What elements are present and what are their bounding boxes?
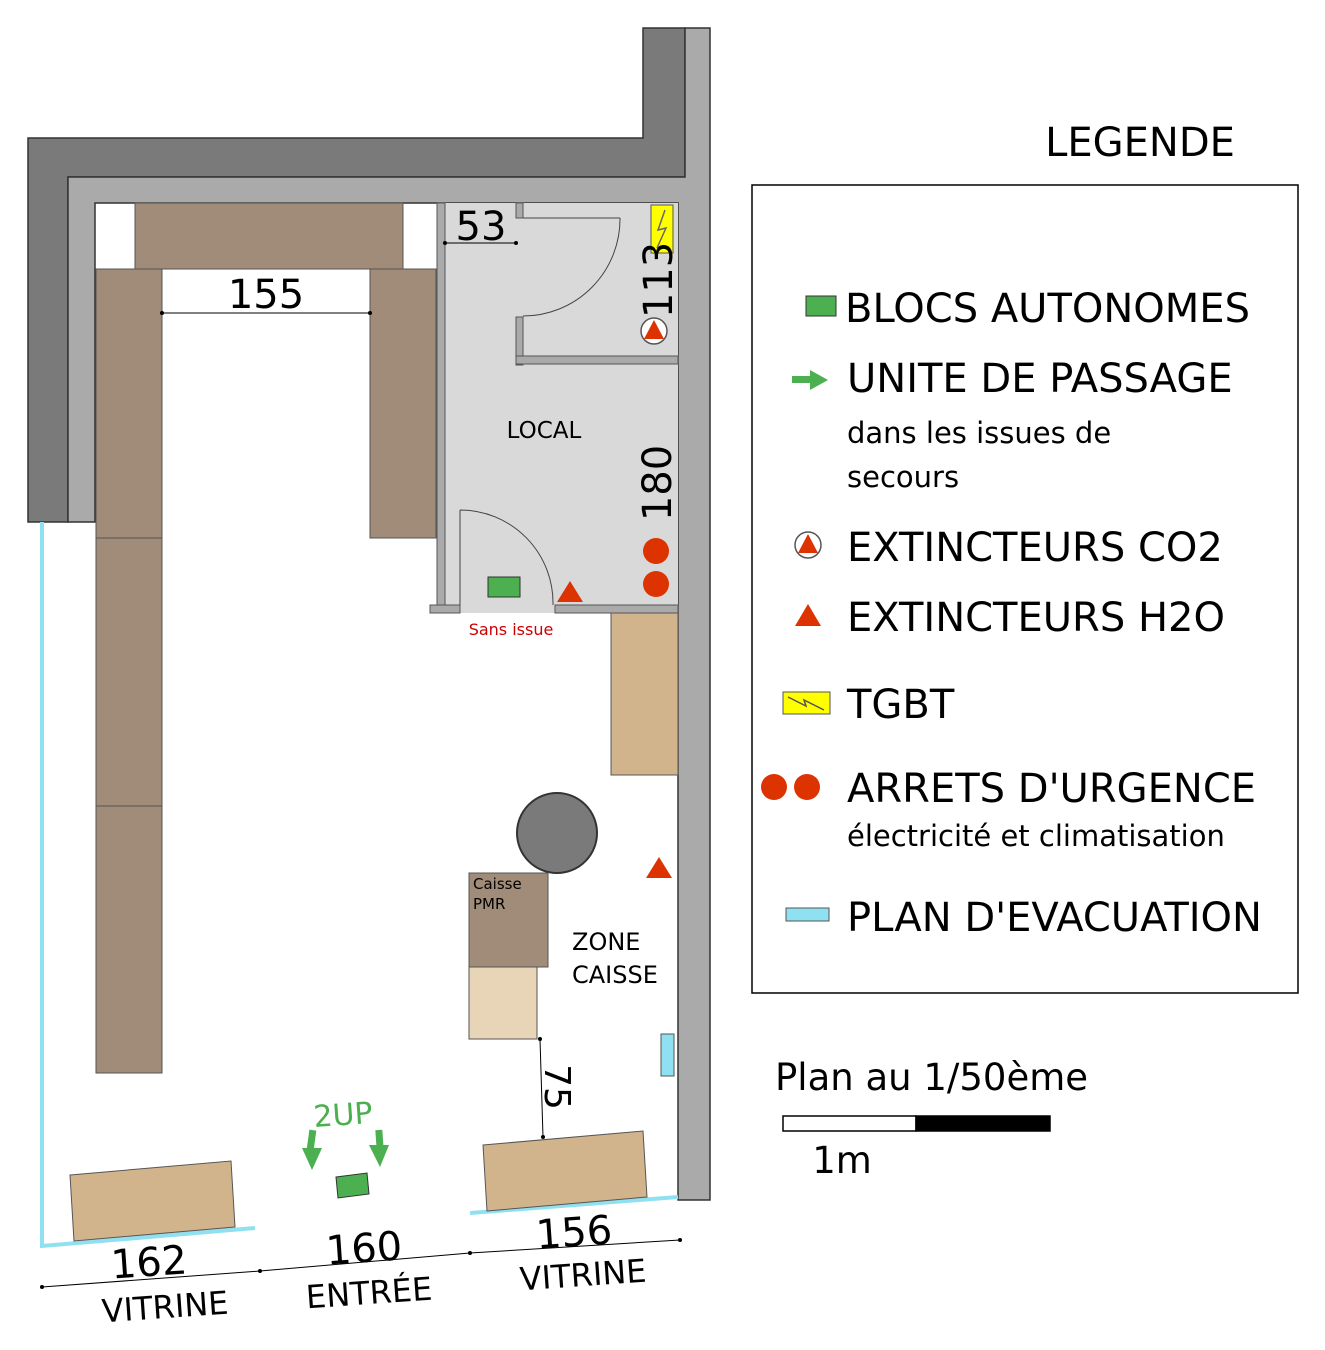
counter-right <box>610 612 679 776</box>
scale: Plan au 1/50ème 1m <box>775 1056 1088 1182</box>
legend-h2o-label: EXTINCTEURS H2O <box>847 595 1225 641</box>
caisse-pmr <box>468 872 549 968</box>
dim-entree: 160 <box>324 1223 403 1274</box>
caisse-pmr-label: Caisse <box>473 875 522 893</box>
legend-co2-label: EXTINCTEURS CO2 <box>847 525 1223 571</box>
shelf-left-3 <box>95 805 163 1074</box>
furniture <box>69 612 679 1242</box>
dim-local-height-bottom: 180 <box>635 445 681 521</box>
dim-caisse-distance: 75 <box>536 1064 577 1110</box>
legend-tgbt-label: TGBT <box>846 682 955 728</box>
h2o-extinguisher-icon <box>795 604 821 626</box>
caisse-pmr-label: PMR <box>473 895 505 913</box>
shelf-left-2 <box>95 537 163 807</box>
zone-caisse-label: ZONE <box>572 928 640 956</box>
caisse-counter <box>468 966 538 1040</box>
inner-wall-horizontal <box>515 355 679 365</box>
emergency-stop-icon <box>794 774 820 800</box>
two-up-label: 2UP <box>312 1096 373 1135</box>
dim-vitrine-right: 156 <box>534 1207 613 1258</box>
local-label: LOCAL <box>507 418 582 444</box>
emergency-stop-icon <box>643 538 669 564</box>
legend-arrets-label: ARRETS D'URGENCE <box>847 766 1256 812</box>
legend-plan-evac-label: PLAN D'EVACUATION <box>847 895 1262 941</box>
right-glass-facade <box>469 1195 679 1215</box>
local-wall-left <box>436 202 446 614</box>
legend-box <box>751 184 1299 994</box>
tgbt-icon <box>782 691 831 715</box>
scale-bar-white <box>782 1115 917 1132</box>
local-floor <box>437 203 678 613</box>
emergency-block-icon <box>335 1172 370 1199</box>
vitrine-right-label: VITRINE <box>519 1252 648 1299</box>
vitrine-table-right <box>482 1130 648 1212</box>
dim-door-local: 53 <box>456 204 507 250</box>
emergency-stop-icon <box>643 571 669 597</box>
shelf-top <box>134 202 404 270</box>
legend-unite-sub: dans les issues de <box>847 416 1111 450</box>
local-wall-bottom-right <box>554 604 679 614</box>
scale-bar-black <box>915 1115 1051 1132</box>
inner-wall-stub <box>515 202 524 219</box>
left-glass-facade <box>40 522 256 1249</box>
tgbt-bolt <box>787 696 825 711</box>
vitrine-left-label: VITRINE <box>101 1284 230 1331</box>
passage-arrow-icon <box>302 1129 322 1170</box>
emergency-block-icon <box>487 576 521 598</box>
scale-bar-label: 1m <box>812 1139 872 1182</box>
local-wall-bottom-left <box>429 604 461 614</box>
legend: LEGENDE BLOCS AUTONOMES UNITE DE PASSAGE… <box>751 120 1299 994</box>
co2-extinguisher-icon <box>794 531 822 559</box>
emergency-stop-icon <box>761 774 787 800</box>
legend-title: LEGENDE <box>1045 120 1235 166</box>
entree-label: ENTRÉE <box>305 1270 434 1317</box>
shelf-center <box>369 268 437 539</box>
vitrine-table-left <box>69 1160 236 1242</box>
legend-unite-label: UNITE DE PASSAGE <box>847 356 1233 402</box>
walls <box>27 27 711 1249</box>
unite-passage-icon <box>792 370 828 390</box>
blocs-autonomes-icon <box>805 295 837 317</box>
co2-extinguisher-icon <box>640 317 668 345</box>
dim-shelf-gap: 155 <box>228 272 304 318</box>
h2o-extinguisher-icon <box>646 857 672 878</box>
door-swing-top <box>522 217 621 317</box>
legend-arrets-sub: électricité et climatisation <box>847 819 1225 853</box>
shelving <box>95 202 437 1074</box>
tgbt-bolt <box>656 209 668 249</box>
legend-unite-sub: secours <box>847 460 959 494</box>
evacuation-plan-icon <box>660 1033 675 1077</box>
dim-vitrine-left: 162 <box>109 1237 188 1288</box>
inner-wall-light <box>67 27 711 1201</box>
sans-issue-label: Sans issue <box>469 620 554 639</box>
inner-wall-vertical <box>515 316 524 366</box>
evacuation-plan-icon <box>785 907 830 922</box>
zone-caisse-label: CAISSE <box>572 961 658 989</box>
passage-arrow-icon <box>369 1129 389 1167</box>
h2o-extinguisher-icon <box>557 581 583 602</box>
legend-blocs-label: BLOCS AUTONOMES <box>845 286 1250 332</box>
round-column <box>516 792 598 874</box>
dim-local-height-top: 113 <box>636 242 682 318</box>
dimension-lines <box>40 241 1161 1289</box>
shelf-left-1 <box>95 268 163 539</box>
plan-symbols <box>302 204 675 1199</box>
door-swing-bottom <box>459 509 554 606</box>
scale-title: Plan au 1/50ème <box>775 1056 1088 1099</box>
